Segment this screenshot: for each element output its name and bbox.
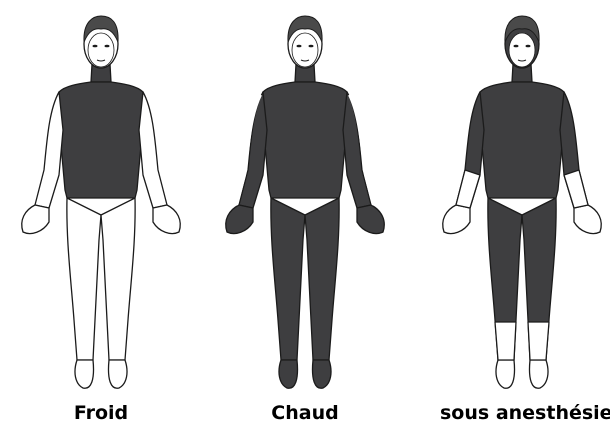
figure-1-eye-2 — [105, 45, 110, 48]
figure-3-face — [509, 33, 535, 67]
figure-1-eye-1 — [93, 45, 98, 48]
figure-2-eye-2 — [309, 45, 314, 48]
figure-3-unshaded-3 — [456, 170, 480, 208]
figure-3-handR — [574, 205, 601, 234]
figure-2-footR — [312, 360, 331, 388]
figure-1-face — [88, 33, 114, 67]
figure-3-footL — [496, 360, 515, 388]
figure-1-handL — [22, 205, 49, 234]
figure-2-handR — [357, 205, 384, 234]
figure-1-torso — [57, 82, 145, 198]
figure-1-footL — [75, 360, 94, 388]
figure-1-armL — [35, 92, 63, 208]
figure-1-handR — [153, 205, 180, 234]
figure-2-armR — [343, 92, 371, 208]
figure-1-footR — [108, 360, 127, 388]
figure-2-armL — [239, 92, 267, 208]
figure-2-handL — [226, 205, 253, 234]
label-chaud: Chaud — [250, 400, 360, 426]
body-figure-2 — [226, 16, 385, 388]
label-froid: Froid — [46, 400, 156, 426]
figure-3-torso — [478, 82, 566, 198]
figure-3-unshaded-2 — [528, 322, 549, 360]
figure-2-footL — [279, 360, 298, 388]
figure-3-unshaded-4 — [564, 170, 588, 208]
figure-3-eye-1 — [514, 45, 519, 48]
figure-3-handL — [443, 205, 470, 234]
figure-3-eye-2 — [526, 45, 531, 48]
body-figure-3 — [443, 16, 602, 388]
figure-1-legL — [67, 198, 101, 360]
figure-3-unshaded-1 — [495, 322, 516, 360]
label-sous-anesthesie: sous anesthésie — [440, 400, 610, 426]
figure-1-armR — [139, 92, 167, 208]
body-figure-1 — [22, 16, 181, 388]
figure-2-eye-1 — [297, 45, 302, 48]
figure-2-face — [292, 33, 318, 67]
figure-2-torso — [261, 82, 349, 198]
figure-1-legR — [101, 198, 135, 360]
figure-3-footR — [529, 360, 548, 388]
